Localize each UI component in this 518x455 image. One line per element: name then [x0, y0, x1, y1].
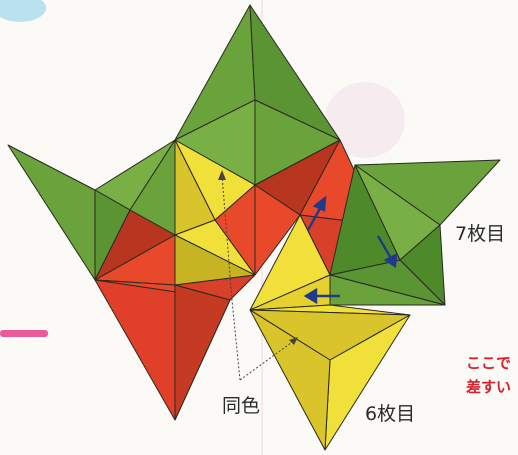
red-bottom-spike-shadow	[174, 284, 231, 421]
same-color-guide-up	[221, 174, 241, 381]
guide-arrowhead-right	[289, 337, 298, 345]
note-line-1: ここで	[466, 354, 511, 372]
label-same-color: 同色	[222, 395, 260, 417]
note-line-2: 差すい	[466, 378, 511, 396]
sheet6-spike-shadow	[249, 309, 331, 451]
arrowhead-left	[303, 287, 318, 305]
sheet7-fold	[329, 164, 401, 276]
corner-mark	[0, 0, 46, 22]
guide-arrowhead-up	[218, 170, 226, 180]
pink-accent-bar	[0, 330, 48, 337]
origami-model	[7, 4, 501, 451]
left-spike-upper	[7, 144, 96, 281]
same-color-guide-right	[239, 339, 296, 381]
insertion-arrows	[303, 195, 398, 305]
arrowhead-up-right	[312, 195, 327, 212]
arrowhead-down-right	[383, 252, 398, 269]
arrow-down-right	[376, 235, 394, 261]
background-blotch	[325, 82, 405, 158]
red-mid-right	[254, 184, 301, 276]
label-sheet-6: 6枚目	[365, 403, 415, 425]
label-sheet-7: 7枚目	[455, 223, 505, 245]
